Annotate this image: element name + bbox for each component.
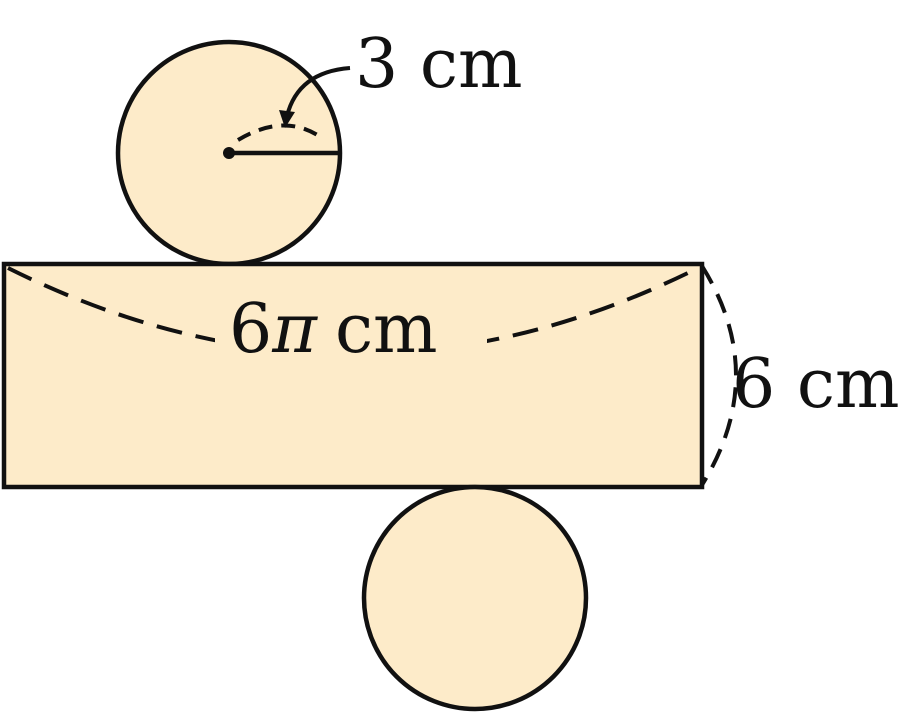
bottom-base-circle (361, 484, 589, 712)
circumference-unit: cm (335, 290, 438, 369)
height-dashed-arc (700, 264, 738, 487)
radius-dashed-arc (236, 123, 324, 142)
center-point (223, 147, 235, 159)
circumference-dashed-arc (7, 266, 699, 356)
circumference-label-background (215, 288, 487, 362)
circumference-pi-symbol: π (271, 290, 318, 369)
height-label: 6 cm (732, 345, 899, 424)
radius-pointer-arrow (285, 66, 351, 117)
radius-pointer-arrowhead (279, 110, 295, 128)
radius-label: 3 cm (355, 25, 522, 104)
circumference-number: 6 (229, 290, 272, 369)
